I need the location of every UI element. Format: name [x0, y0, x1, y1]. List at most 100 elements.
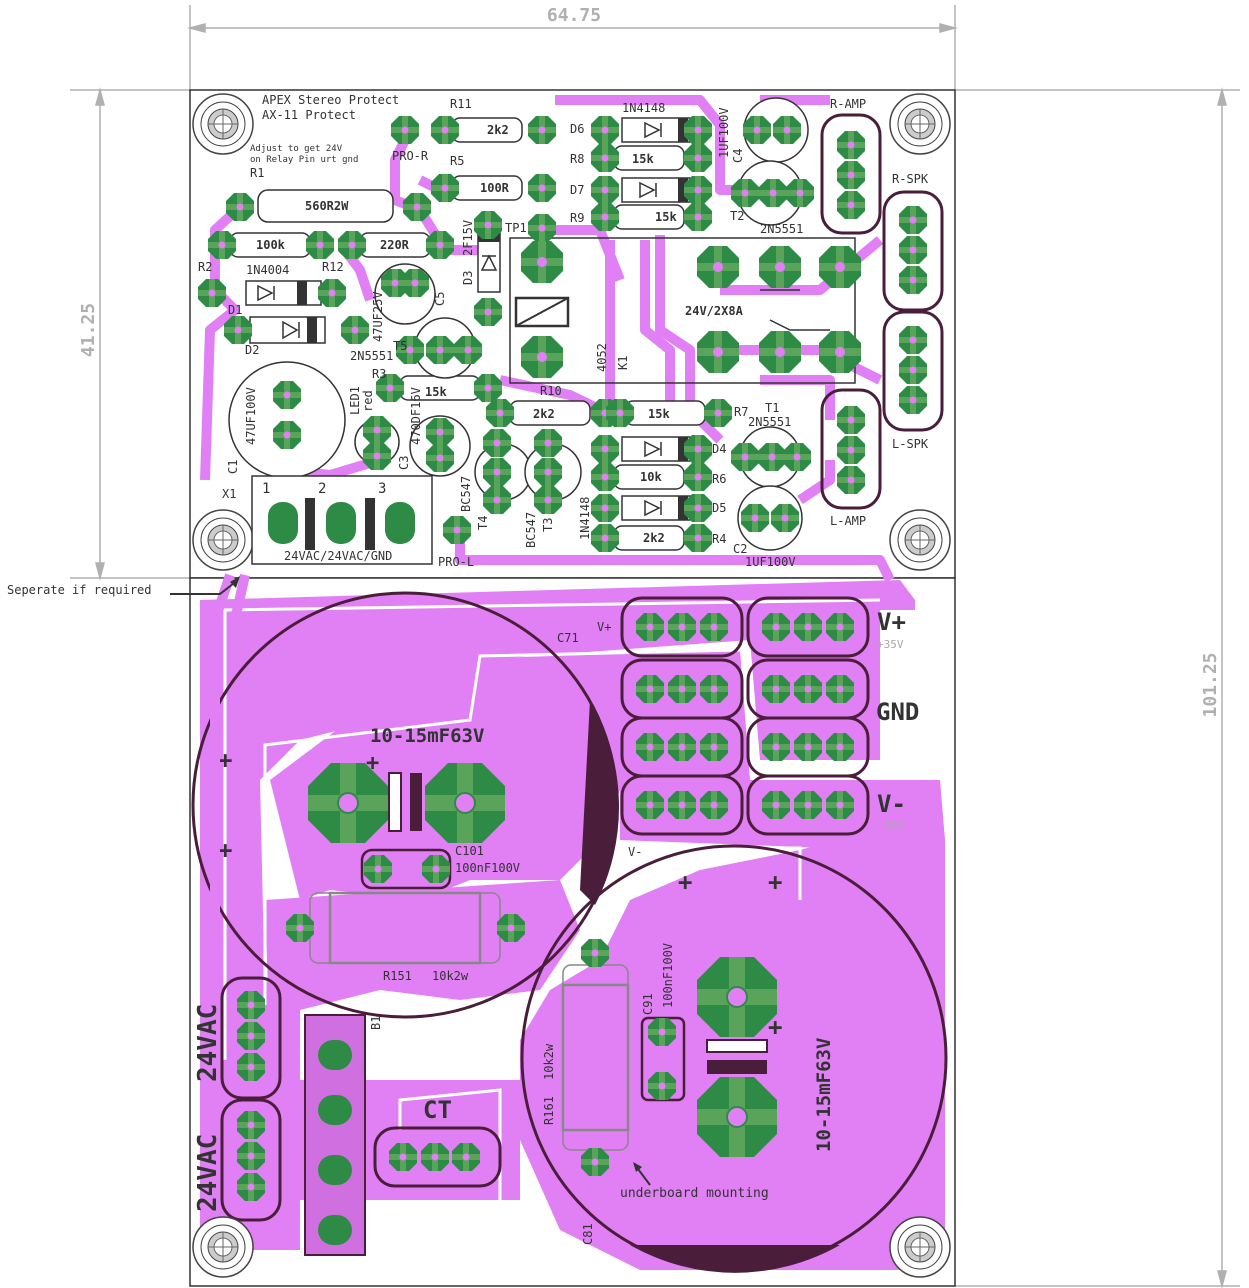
- label-r12: R12: [322, 260, 344, 274]
- separator-arrowhead: [230, 576, 240, 588]
- label-x1-pin2: 2: [318, 481, 326, 497]
- bridge-b1-pad: [318, 1155, 352, 1185]
- label-r151-value: 10k2w: [432, 969, 469, 983]
- label-r161-value: 10k2w: [542, 1043, 556, 1080]
- cap-c101-pad: [422, 855, 450, 883]
- label-d3-value: 2F15V: [461, 220, 475, 256]
- cap-c81-pad-plus: [696, 956, 778, 1038]
- label-c91-value: 100nF100V: [661, 943, 675, 1008]
- dimension-lines: [70, 5, 1240, 1288]
- bridge-b1-pad: [318, 1215, 352, 1245]
- label-t4-value: BC547: [459, 476, 473, 512]
- label-r3-value: 15k: [425, 385, 447, 399]
- label-plus: +: [218, 836, 232, 864]
- label-relay: 24V/2X8A: [685, 304, 744, 318]
- label-b1: B1: [369, 1016, 383, 1030]
- label-d2: D2: [245, 343, 259, 357]
- mounting-hole: [192, 1216, 254, 1278]
- label-r11: R11: [450, 97, 472, 111]
- label-l-amp: L-AMP: [830, 514, 866, 528]
- label-d6: D6: [570, 122, 584, 136]
- label-c91: C91: [641, 993, 655, 1015]
- label-t1: T1: [765, 401, 779, 415]
- resistor-r161-pad: [581, 939, 609, 967]
- label-c4: C4: [731, 149, 745, 163]
- mounting-hole: [192, 509, 254, 571]
- resistor-r151-pad: [497, 914, 525, 942]
- label-led1-value: red: [361, 390, 375, 412]
- label-plus: +: [768, 868, 782, 896]
- resistor-r151-pad: [286, 914, 314, 942]
- label-r161: R161: [542, 1096, 556, 1125]
- label-d7: D7: [570, 183, 584, 197]
- note-line1: Adjust to get 24V: [250, 144, 343, 154]
- label-r-amp: R-AMP: [830, 97, 866, 111]
- label-c101: C101: [455, 844, 484, 858]
- label-c1-value: 47UF100V: [244, 387, 258, 445]
- label-d4: D4: [712, 442, 726, 456]
- cap-c91-pad: [648, 1072, 676, 1100]
- dimension-width: 64.75: [547, 5, 601, 26]
- label-t2: T2: [730, 209, 744, 223]
- cap-c71-symbol-plate-neg: [410, 773, 422, 831]
- label-t4: T4: [476, 516, 490, 530]
- label-t5: T5: [393, 339, 407, 353]
- label-r2: R2: [198, 260, 212, 274]
- label-t3: T3: [541, 518, 555, 532]
- label-gnd: GND: [876, 698, 919, 726]
- label-r8: R8: [570, 152, 584, 166]
- label-x1-pin1: 1: [262, 481, 270, 497]
- cap-c71-symbol-plate: [388, 772, 402, 832]
- resistor-r161-pad: [581, 1148, 609, 1176]
- label-d5: D5: [712, 501, 726, 515]
- label-r3: R3: [372, 367, 386, 381]
- power-output-connectors: [620, 596, 870, 836]
- label-pro-l: PRO-L: [438, 555, 474, 569]
- label-led1: LED1: [348, 386, 362, 415]
- label-c1: C1: [226, 460, 240, 474]
- label-ac1: 24VAC: [193, 1004, 223, 1082]
- label-ct: CT: [423, 1096, 452, 1124]
- label-r4: R4: [712, 532, 726, 546]
- ct-connector: [373, 1126, 502, 1188]
- cap-c91-pad: [648, 1018, 676, 1046]
- label-ac2: 24VAC: [193, 1134, 223, 1212]
- cap-c81-polarity-band: [630, 1245, 840, 1273]
- label-vplus: V+: [877, 608, 906, 636]
- label-plus: +: [768, 1013, 782, 1041]
- label-vplus-small: V+: [597, 620, 611, 634]
- label-r1-value: 560R2W: [305, 199, 349, 213]
- cap-c101-body: [360, 848, 452, 890]
- mounting-hole: [889, 1216, 951, 1278]
- label-vminus-value: -35V: [877, 820, 904, 833]
- separator-note: Seperate if required: [7, 583, 152, 597]
- speaker-connectors: [820, 113, 944, 510]
- label-d1: D1: [228, 303, 242, 317]
- label-r6: R6: [712, 472, 726, 486]
- label-vplus-value: +35V: [877, 638, 904, 651]
- label-t3-value: BC547: [524, 512, 538, 548]
- label-r12-value: 220R: [380, 238, 410, 252]
- label-r7: R7: [734, 405, 748, 419]
- label-x1: X1: [222, 487, 236, 501]
- label-r10-value: 2k2: [533, 407, 555, 421]
- title-line2: AX-11 Protect: [262, 108, 356, 122]
- label-tp1: TP1: [505, 221, 527, 235]
- cap-c81-pad-minus: [696, 1076, 778, 1158]
- label-pro-r: PRO-R: [392, 149, 429, 163]
- relay-k1-outline: [509, 237, 856, 384]
- label-plus: +: [678, 868, 692, 896]
- title-line1: APEX Stereo Protect: [262, 93, 399, 107]
- dimension-height-upper: 41.25: [78, 303, 99, 357]
- protect-labels: APEX Stereo Protect AX-11 Protect Adjust…: [198, 93, 929, 569]
- mounting-hole: [889, 93, 951, 155]
- label-c5-value: 47UF25V: [371, 291, 385, 342]
- label-d1-value: 1N4004: [246, 263, 289, 277]
- label-c2: C2: [733, 542, 747, 556]
- label-l-spk: L-SPK: [892, 437, 929, 451]
- mounting-hole: [889, 509, 951, 571]
- label-cap1-value: 10-15mF63V: [370, 725, 484, 747]
- label-d3: D3: [461, 271, 475, 285]
- label-plus: +: [218, 746, 232, 774]
